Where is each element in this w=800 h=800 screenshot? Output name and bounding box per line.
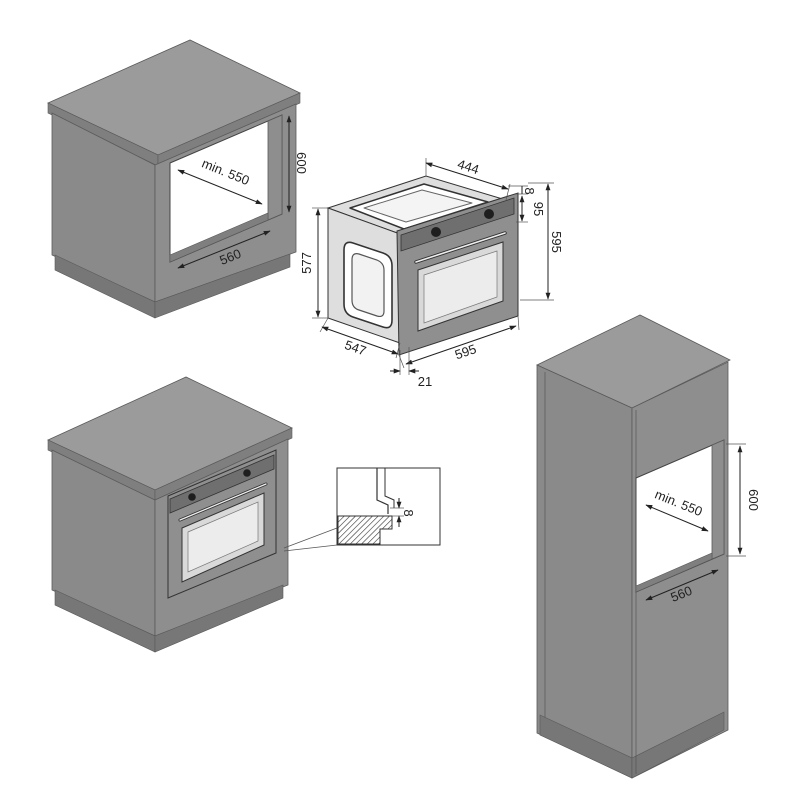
body-depth-extension-a — [319, 317, 329, 333]
front-width-dimension — [405, 325, 517, 365]
tall-recess-width-dimension — [645, 569, 719, 601]
detail-oven-frame — [376, 468, 389, 514]
front-width-label: 595 — [453, 341, 478, 362]
detail-leader-bottom — [283, 544, 338, 552]
detail-callout: 8 — [336, 467, 441, 546]
tall-cabinet-plinth-front — [631, 711, 725, 779]
panel-offset-label: 8 — [522, 187, 537, 194]
top-depth-extension-b — [505, 183, 511, 201]
front-thickness-label: 21 — [418, 374, 432, 389]
base-cabinet-installed — [47, 376, 338, 653]
body-depth-label: 547 — [343, 337, 368, 358]
body-height-label: 577 — [299, 252, 314, 274]
cabinet-plinth-front — [154, 584, 284, 653]
top-depth-dimension — [425, 162, 509, 190]
cabinet-plinth-front — [154, 253, 291, 319]
oven-knob-left — [431, 227, 441, 237]
oven-unit: 444 8 95 595 577 547 595 21 — [299, 156, 564, 389]
oven-knob-right — [484, 209, 494, 219]
recess-side-wall — [267, 114, 283, 221]
oven-door-handle-highlight — [415, 232, 506, 263]
recess-height-label: 600 — [294, 152, 309, 174]
oven-top-recess-inner — [363, 189, 473, 223]
tall-recess-side-wall — [711, 439, 725, 560]
installed-oven-knob-right — [243, 469, 251, 477]
recess-depth-dimension — [177, 169, 263, 205]
panel-height-label: 95 — [531, 202, 546, 216]
oven-side-fan-housing-inner — [351, 253, 385, 318]
detail-oven-frame-inner — [384, 468, 395, 508]
detail-leader-top — [283, 527, 338, 549]
tall-cabinet-side-panel — [536, 364, 633, 779]
top-depth-label: 444 — [456, 156, 481, 177]
tall-recess-height-label: 600 — [746, 489, 761, 511]
countertop-edge-front — [154, 427, 293, 501]
installed-oven-knob-left — [188, 493, 196, 501]
tall-cabinet: min. 550 600 560 — [536, 314, 761, 779]
base-cabinet-empty: min. 550 600 560 — [47, 39, 309, 319]
tall-recess-depth-dimension — [645, 504, 709, 532]
detail-gap-label: 8 — [401, 509, 416, 516]
countertop-edge-front — [157, 92, 301, 167]
front-width-extension-b — [517, 315, 520, 331]
front-height-label: 595 — [549, 231, 564, 253]
body-depth-dimension — [321, 326, 399, 355]
oven-door-glass — [423, 250, 498, 324]
recess-width-dimension — [177, 230, 271, 269]
installed-oven-handle-highlight — [179, 483, 267, 521]
installed-oven-glass — [187, 501, 259, 573]
